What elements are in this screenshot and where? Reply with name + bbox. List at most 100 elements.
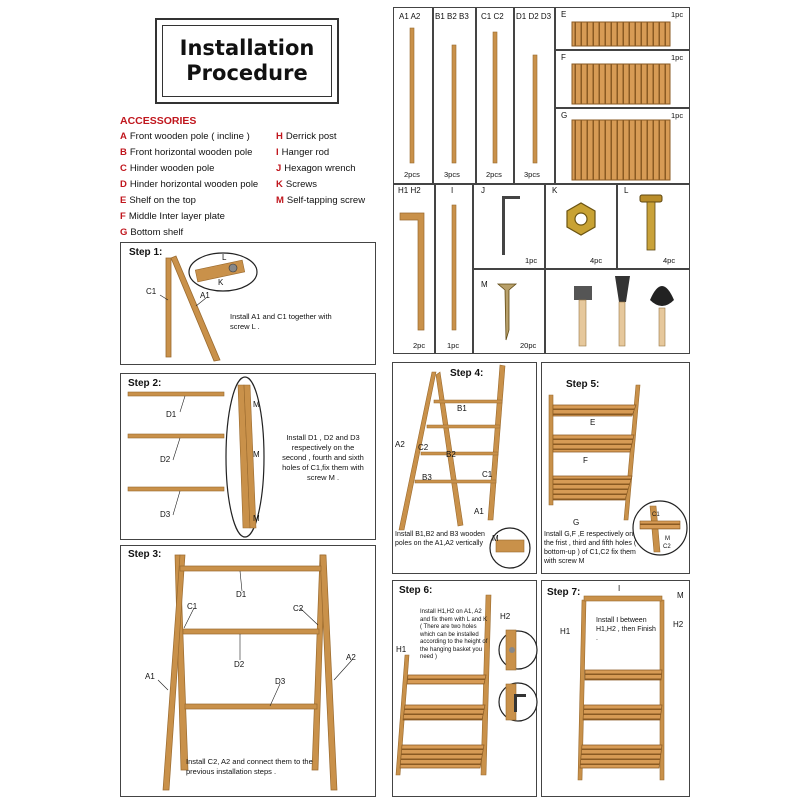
callout: M [665, 536, 670, 542]
callout: M [253, 400, 260, 409]
shelf-f [571, 63, 671, 105]
part-label-j: J [481, 186, 485, 195]
pole-c [492, 31, 498, 164]
step-2-label: Step 2: [128, 378, 162, 389]
part-qty-c: 2pcs [486, 170, 502, 179]
self-tapping-screw [496, 283, 518, 341]
step-7-text: Install I between H1,H2 , then Finish . [596, 617, 656, 642]
step-5-text: Install G,F ,E respectively on the frist… [544, 531, 637, 565]
pole-d [532, 54, 538, 164]
part-label-l: L [624, 186, 629, 195]
step-4-label: Step 4: [450, 368, 484, 379]
part-qty-b: 3pcs [444, 170, 460, 179]
callout: C1 [187, 602, 198, 611]
step6-zoom-2 [498, 682, 538, 722]
callout: H1 [396, 645, 407, 654]
callout: D2 [234, 660, 245, 669]
part-qty-i: 1pc [447, 341, 460, 350]
callout: C2 [418, 443, 429, 452]
callout: F [583, 456, 588, 465]
part-qty-e: 1pc [671, 10, 684, 19]
part-box-h [393, 184, 435, 354]
part-qty-k: 4pc [590, 256, 603, 265]
step-7-label: Step 7: [547, 587, 581, 598]
shelf-g [571, 119, 671, 181]
tool-rake-head [574, 286, 592, 300]
callout: A2 [346, 653, 356, 662]
callout: M [253, 514, 260, 523]
callout: C2 [663, 544, 671, 550]
callout: D3 [275, 677, 286, 686]
part-qty-l: 4pc [663, 256, 676, 265]
part-qty-j: 1pc [525, 256, 538, 265]
callout: A1 [474, 507, 484, 516]
part-qty-d: 3pcs [524, 170, 540, 179]
pole-a [409, 27, 415, 164]
part-qty-g: 1pc [671, 111, 684, 120]
part-label-c: C1 C2 [481, 12, 504, 21]
part-label-e: E [561, 10, 567, 19]
callout: B1 [457, 404, 467, 413]
title-box: Installation Procedure [155, 18, 339, 104]
part-label-d: D1 D2 D3 [516, 12, 552, 21]
callout: H1 [560, 627, 571, 636]
callout: M [253, 450, 260, 459]
callout: D2 [160, 455, 171, 464]
part-label-f: F [561, 53, 566, 62]
hex-wrench [502, 196, 520, 255]
callout: C1 [482, 470, 493, 479]
callout: I [618, 584, 621, 593]
part-qty-a: 2pcs [404, 170, 420, 179]
page-title-line2: Procedure [186, 61, 308, 85]
callout: K [218, 278, 224, 287]
part-qty-f: 1pc [671, 53, 684, 62]
pole-b [451, 44, 457, 164]
callout: C2 [293, 604, 304, 613]
part-label-a: A1 A2 [399, 12, 421, 21]
step-2-text: Install D1 , D2 and D3 respectively on t… [282, 433, 364, 482]
tool-spade-head [650, 286, 674, 306]
step-1-text: Install A1 and C1 together with screw L … [230, 312, 332, 331]
accessories-heading: ACCESSORIES [120, 115, 197, 127]
callout: A1 [145, 672, 155, 681]
shelf-e [571, 21, 671, 47]
callout: L [222, 253, 227, 262]
step-1-label: Step 1: [129, 247, 163, 258]
part-label-m: M [481, 280, 488, 289]
callout: D3 [160, 510, 171, 519]
callout: E [590, 418, 596, 427]
callout: C1 [652, 512, 660, 518]
callout: B3 [422, 473, 432, 482]
callout: C1 [146, 287, 157, 296]
callout: B2 [446, 450, 456, 459]
bolt-shaft [646, 201, 656, 251]
bolt-head [639, 194, 663, 203]
callout: H2 [673, 620, 684, 629]
part-qty-h: 2pc [413, 341, 426, 350]
part-label-i: I [451, 186, 454, 195]
part-label-g: G [561, 111, 568, 120]
callout: H2 [500, 612, 511, 621]
hanger-rod [451, 204, 457, 331]
derrick-post [399, 212, 425, 331]
step6-zoom-1 [498, 630, 538, 670]
callout: D1 [236, 590, 247, 599]
step-4-text: Install B1,B2 and B3 wooden poles on the… [395, 531, 485, 547]
callout: G [573, 518, 580, 527]
callout: A1 [200, 291, 210, 300]
step-6-text: Install H1,H2 on A1, A2 and fix them wit… [420, 609, 488, 660]
part-label-k: K [552, 186, 558, 195]
step-3-text: Install C2, A2 and connect them to the p… [186, 757, 313, 776]
step-6-label: Step 6: [399, 585, 433, 596]
